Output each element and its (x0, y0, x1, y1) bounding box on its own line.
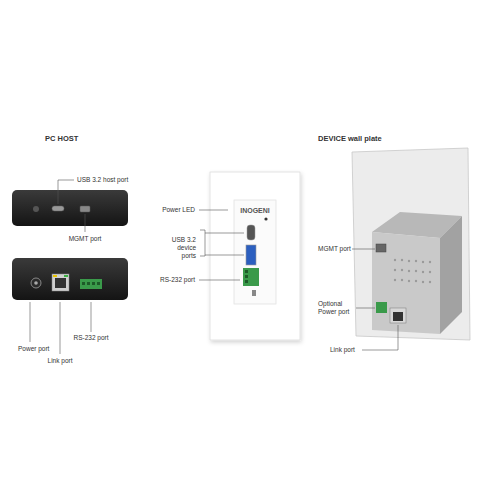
callout-label: RS-232 port (73, 334, 108, 342)
callout-label: Power LED (162, 206, 195, 214)
leader-lines (352, 249, 398, 350)
callout-label: USB 3.2 host port (77, 176, 128, 184)
callout-label: Power port (18, 345, 49, 353)
section-heading: DEVICE wall plate (318, 134, 382, 143)
callout-label: MGMT port (69, 235, 102, 243)
callout-label: Link port (48, 357, 73, 365)
wall-plate-rear (352, 148, 470, 340)
callout-label: MGMT port (318, 245, 351, 253)
wall-plate-front (210, 172, 300, 340)
callout-label: RS-232 port (160, 276, 195, 284)
leader-lines (199, 210, 244, 280)
host-top-view (12, 190, 128, 226)
brand-logo: INOGENI (240, 207, 270, 215)
callout-label: Optional Power port (318, 300, 352, 316)
host-rear-view (12, 258, 128, 300)
callout-label: Link port (330, 346, 355, 354)
callout-label: USB 3.2 device ports (162, 236, 196, 259)
leader-lines (30, 180, 91, 354)
section-heading: PC HOST (45, 134, 78, 143)
